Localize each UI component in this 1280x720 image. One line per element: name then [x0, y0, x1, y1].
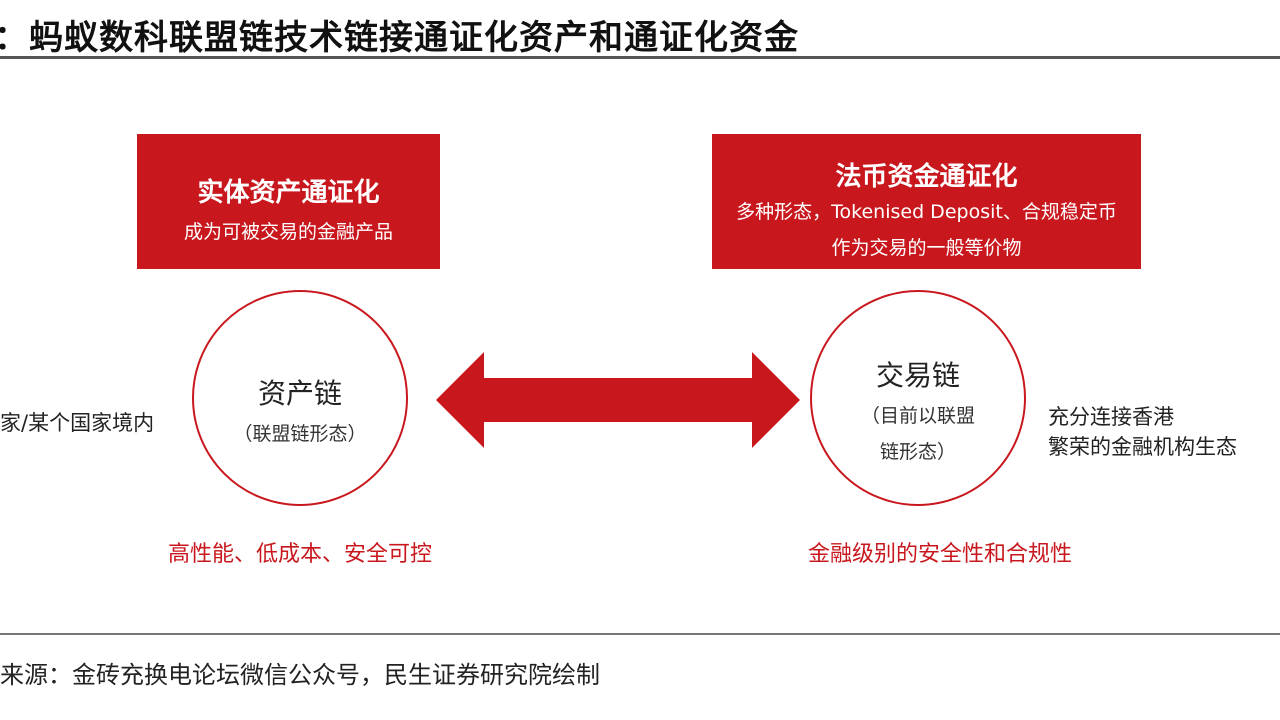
- tokenized-fiat-box: 法币资金通证化 多种形态，Tokenised Deposit、合规稳定币 作为交…: [712, 134, 1141, 269]
- tokenized-asset-heading: 实体资产通证化: [197, 178, 380, 208]
- trading-chain-subtitle: （目前以联盟 链形态）: [812, 398, 1024, 470]
- tokenized-fiat-heading: 法币资金通证化: [835, 162, 1018, 192]
- tokenized-asset-box: 实体资产通证化 成为可被交易的金融产品: [137, 134, 440, 269]
- trading-chain-caption: 金融级别的安全性和合规性: [808, 542, 1073, 567]
- trading-chain-side-note-line1: 充分连接香港: [1048, 405, 1174, 429]
- asset-chain-subtitle: （联盟链形态）: [233, 423, 367, 445]
- tokenized-fiat-line2: 作为交易的一般等价物: [831, 237, 1022, 259]
- asset-chain-caption: 高性能、低成本、安全可控: [168, 542, 433, 567]
- asset-chain-circle: 资产链 （联盟链形态）: [192, 290, 408, 506]
- tokenized-fiat-line1: 多种形态，Tokenised Deposit、合规稳定币: [736, 201, 1117, 223]
- tokenized-asset-subtitle: 成为可被交易的金融产品: [183, 221, 393, 243]
- trading-chain-subtitle-line1: （目前以联盟: [860, 405, 975, 427]
- trading-chain-title: 交易链: [875, 359, 960, 392]
- bottom-divider: [0, 633, 1280, 635]
- source-note: 来源：金砖充换电论坛微信公众号，民生证券研究院绘制: [0, 661, 600, 689]
- top-divider: [0, 56, 1280, 59]
- asset-chain-side-note: 家/某个国家境内: [0, 411, 155, 435]
- trading-chain-subtitle-line2: 链形态）: [879, 441, 956, 463]
- trading-chain-circle: 交易链 （目前以联盟 链形态）: [810, 290, 1026, 506]
- trading-chain-side-note: 充分连接香港 繁荣的金融机构生态: [1048, 402, 1237, 462]
- asset-chain-title: 资产链: [257, 377, 342, 410]
- trading-chain-side-note-line2: 繁荣的金融机构生态: [1048, 435, 1237, 459]
- figure-title: ：蚂蚁数科联盟链技术链接通证化资产和通证化资金: [0, 18, 799, 58]
- double-arrow-icon: [436, 352, 800, 448]
